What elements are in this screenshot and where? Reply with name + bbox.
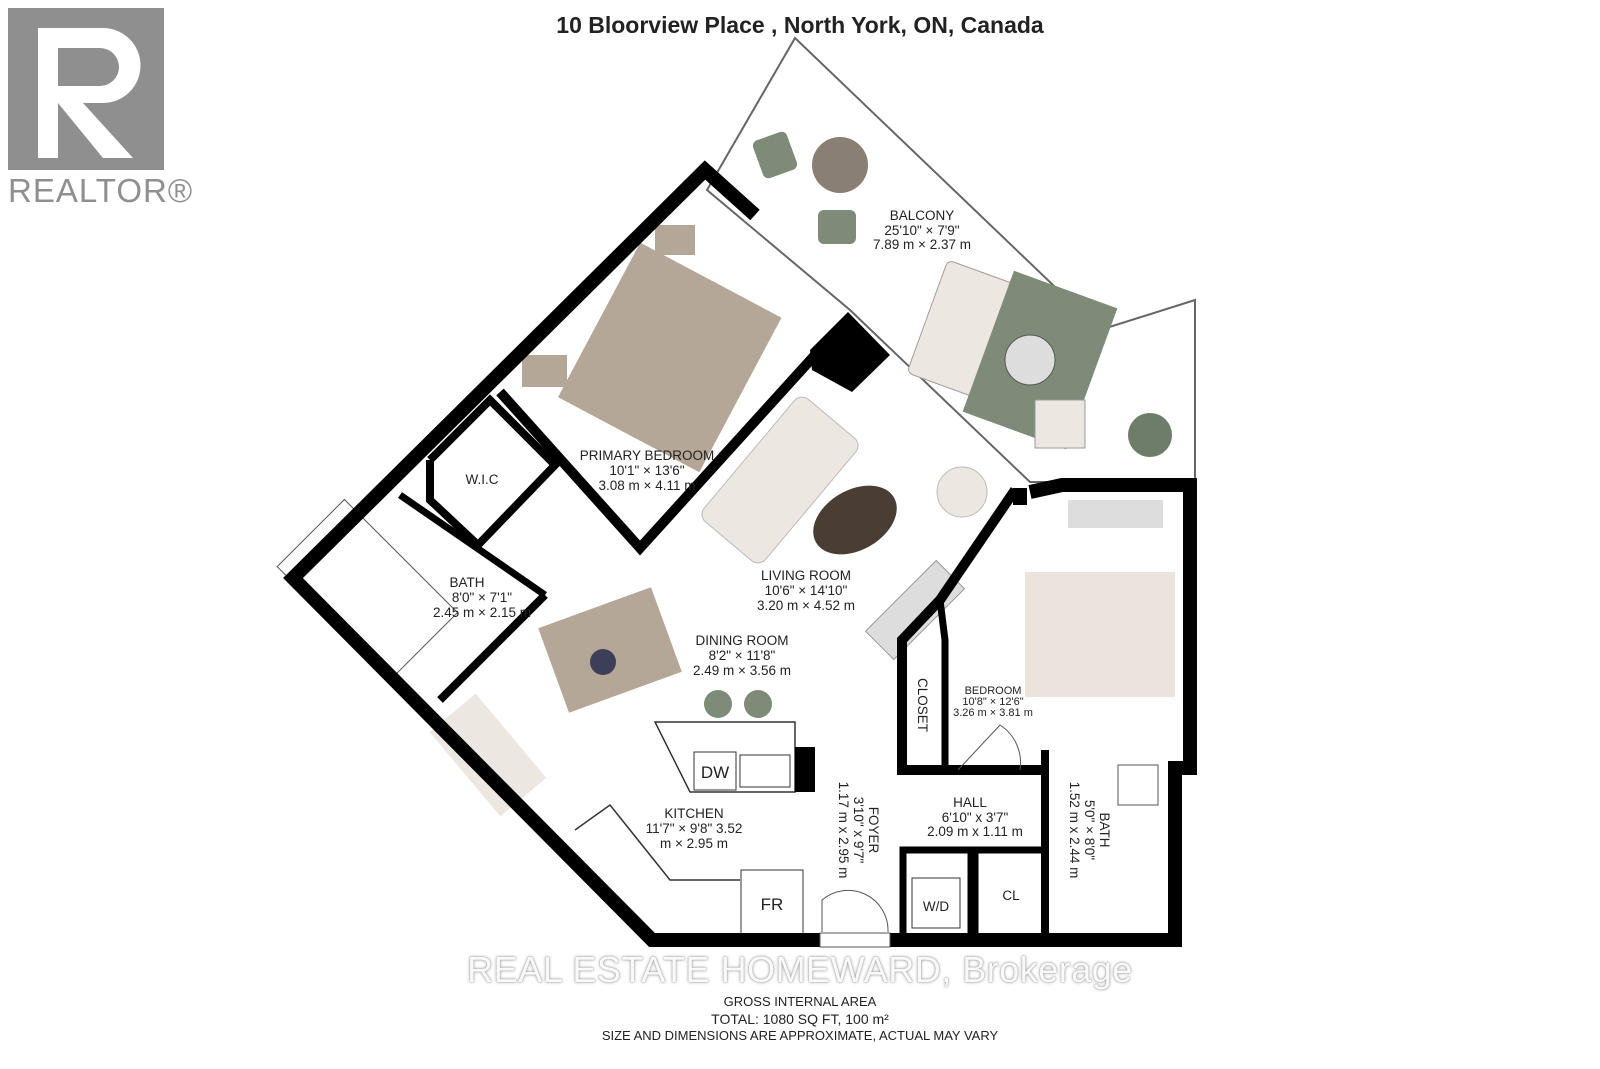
sofa xyxy=(701,396,859,564)
realtor-logo: REALTOR® xyxy=(8,8,194,210)
bed xyxy=(1025,572,1175,697)
window-bench xyxy=(1068,500,1163,528)
bath2-metric: 1.52 m x 2.44 m xyxy=(1067,782,1082,879)
bedroom-label: BEDROOM xyxy=(965,685,1022,697)
dining-room-label: DINING ROOM xyxy=(696,633,789,648)
balcony-side-table xyxy=(1004,334,1056,386)
primary-bedroom-imperial: 10'1" × 13'6" xyxy=(609,463,684,478)
counter xyxy=(795,747,815,792)
washer-dryer-label: W/D xyxy=(923,899,949,914)
foyer-imperial: 3'10" x 9'7" xyxy=(851,797,866,864)
stool xyxy=(704,690,732,718)
balcony-table xyxy=(812,137,868,193)
balcony-outline xyxy=(705,36,1196,483)
disclaimer: SIZE AND DIMENSIONS ARE APPROXIMATE, ACT… xyxy=(601,1028,999,1043)
kitchen-counter xyxy=(574,803,740,881)
fridge xyxy=(740,869,804,936)
hall-imperial: 6'10" x 3'7" xyxy=(942,810,1009,825)
primary-bedroom-label: PRIMARY BEDROOM xyxy=(580,448,715,463)
watermark: REAL ESTATE HOMEWARD, Brokerage xyxy=(467,949,1133,990)
bath2-label: BATH xyxy=(1097,812,1112,847)
closet-cl-label: CL xyxy=(1002,888,1020,903)
bath1-label: BATH xyxy=(449,575,484,590)
dining-centerpiece xyxy=(590,649,616,675)
fridge-label: FR xyxy=(761,895,784,914)
balcony-chair xyxy=(1034,399,1086,449)
sink xyxy=(739,754,791,788)
bath2-imperial: 5'0" × 8'0" xyxy=(1082,800,1097,860)
nightstand xyxy=(655,225,695,255)
stool xyxy=(744,690,772,718)
gross-area-total: TOTAL: 1080 SQ FT, 100 m² xyxy=(711,1011,889,1027)
gross-area-heading: GROSS INTERNAL AREA xyxy=(723,994,877,1009)
washer-dryer xyxy=(911,877,961,929)
living-room-imperial: 10'6" × 14'10" xyxy=(765,583,848,598)
primary-bedroom-metric: 3.08 m × 4.11 m xyxy=(599,478,696,493)
bedroom-metric: 3.26 m × 3.81 m xyxy=(953,707,1033,719)
walls xyxy=(283,160,1197,947)
wic-label: W.I.C xyxy=(466,472,499,487)
realtor-logo-text: REALTOR® xyxy=(8,172,194,209)
balcony-metric: 7.89 m × 2.37 m xyxy=(873,237,971,252)
hall-label: HALL xyxy=(953,795,987,810)
living-room-metric: 3.20 m × 4.52 m xyxy=(757,598,855,613)
bed xyxy=(558,242,782,473)
kitchen-metric: m × 2.95 m xyxy=(660,836,728,851)
kitchen-imperial: 11'7" × 9'8" 3.52 xyxy=(646,821,743,836)
side-table xyxy=(936,466,988,518)
living-room-label: LIVING ROOM xyxy=(761,568,851,583)
dishwasher-label: DW xyxy=(701,763,729,782)
dining-table xyxy=(538,587,682,713)
foyer-metric: 1.17 m x 2.95 m xyxy=(836,782,851,879)
balcony-label: BALCONY xyxy=(890,208,955,223)
dining-room-metric: 2.49 m × 3.56 m xyxy=(693,663,791,678)
dining-room-imperial: 8'2" × 11'8" xyxy=(709,648,776,663)
nightstand xyxy=(522,355,567,387)
foyer-label: FOYER xyxy=(866,807,881,854)
entry-door-gap xyxy=(819,932,891,948)
dishwasher xyxy=(693,751,737,791)
coffee-table xyxy=(813,485,897,555)
realtor-r-icon xyxy=(8,8,164,170)
kitchen-label: KITCHEN xyxy=(664,806,723,821)
bedroom-door-swing xyxy=(957,724,1022,771)
tv-console xyxy=(864,559,966,661)
entry-door-swing xyxy=(821,889,889,933)
balcony-imperial: 25'10" × 7'9" xyxy=(884,223,959,238)
closet-label: CLOSET xyxy=(915,678,930,732)
shower xyxy=(1117,764,1159,806)
balcony-chair xyxy=(752,131,798,179)
bath1-imperial: 8'0" × 7'1" xyxy=(452,590,512,605)
bedroom-imperial: 10'8" × 12'6" xyxy=(962,696,1023,708)
plant-icon xyxy=(1128,413,1172,457)
balcony-chair xyxy=(818,210,856,244)
bath1-metric: 2.45 m × 2.15 m xyxy=(433,605,531,620)
kitchen-sofa xyxy=(429,693,547,817)
page-title: 10 Bloorview Place , North York, ON, Can… xyxy=(556,12,1044,38)
hall-metric: 2.09 m x 1.11 m xyxy=(927,824,1023,839)
